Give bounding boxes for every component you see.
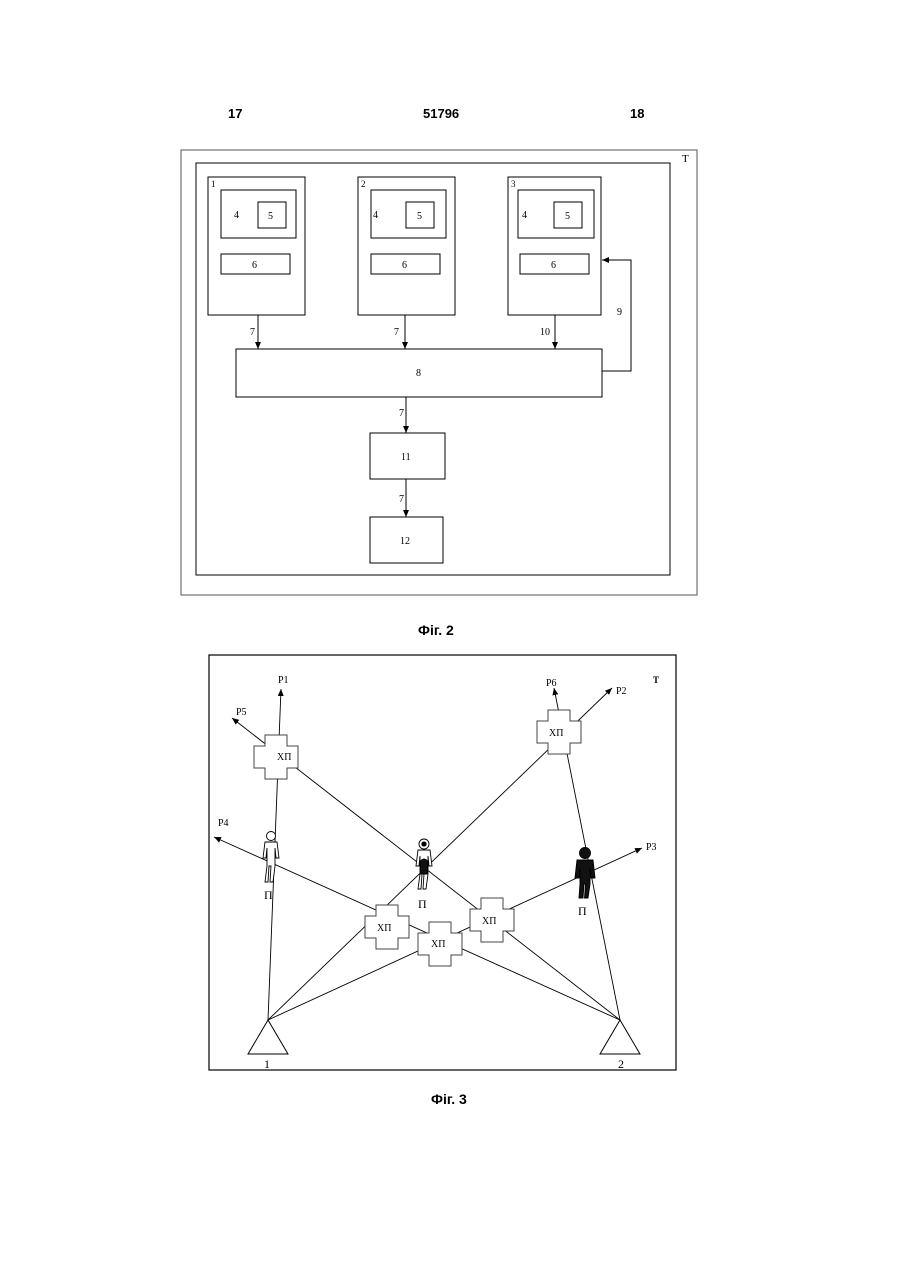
station-2-label: 2 [618,1057,624,1071]
link-label-feedback: 9 [617,307,622,318]
link-label-d: 7 [399,408,404,419]
fig2-corner-label: T [682,153,689,165]
unit-2 [358,177,455,315]
ray-label-p5: P5 [236,707,247,718]
unit-3-inner: 4 [522,210,527,221]
link-label-e: 7 [399,494,404,505]
station-1-triangle [248,1020,288,1054]
unit-1-lower: 6 [252,260,257,271]
unit-3 [508,177,601,315]
block-8-label: 8 [416,368,421,379]
station-1-label: 1 [264,1057,270,1071]
unit-2-id: 2 [361,179,366,189]
ray-label-p2: P2 [616,686,627,697]
unit-1 [208,177,305,315]
ray-label-p6: P6 [546,678,557,689]
person-figure-center [416,839,432,889]
unit-3-core: 5 [565,211,570,222]
unit-3-lower: 6 [551,260,556,271]
person-label: П [578,904,587,918]
fig3-corner-label: T [653,675,659,685]
unit-1-inner: 4 [234,210,239,221]
inner-frame [196,163,670,575]
figure-2-caption: Фіг. 2 [418,622,454,638]
unit-2-lower: 6 [402,260,407,271]
link-label-a: 7 [250,327,255,338]
ray-label-p3: P3 [646,842,657,853]
person-label: П [264,888,273,902]
link-label-c: 10 [540,327,550,338]
figure-3-caption: Фіг. 3 [431,1091,467,1107]
block-12-label: 12 [400,536,410,547]
station-2-triangle [600,1020,640,1054]
figure-2 [181,150,697,595]
obstacle-label: ХП [431,939,445,950]
unit-1-core: 5 [268,211,273,222]
unit-2-core: 5 [417,211,422,222]
obstacle-label: ХП [277,752,291,763]
person-figure-right [575,848,595,899]
unit-2-inner: 4 [373,210,378,221]
ray-label-p1: P1 [278,675,289,686]
unit-3-id: 3 [511,179,516,189]
obstacle-label: ХП [482,916,496,927]
block-11-label: 11 [401,452,411,463]
obstacle-label: ХП [377,923,391,934]
link-label-b: 7 [394,327,399,338]
obstacle-label: ХП [549,728,563,739]
figure-3-frame [209,655,676,1070]
person-figure-left [263,832,279,883]
unit-1-id: 1 [211,179,216,189]
ray-label-p4: P4 [218,818,229,829]
person-label: П [418,897,427,911]
